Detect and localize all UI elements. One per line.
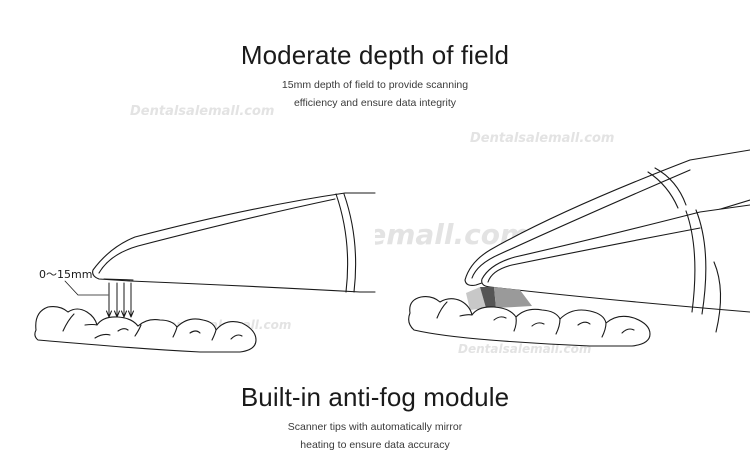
left-scanner-ring-inner [343,193,357,293]
left-scanner-body [92,192,376,293]
section-2-title: Built-in anti-fog module [240,382,510,412]
left-teeth [34,306,257,353]
section-1-title: Moderate depth of field [240,40,510,70]
beam-mid-right [494,287,532,308]
section-2-caption-line-1: Scanner tips with automatically mirror [287,421,463,433]
right-scanner-front [481,204,750,333]
beam-dark-center [480,287,496,308]
section-1-caption-line-1: 15mm depth of field to provide scanning [281,79,469,91]
left-scanner-ring-outer [335,193,349,293]
depth-label: 0～15mm [39,268,93,281]
left-depth-leader-line [64,280,109,296]
right-scanner-front-ring-outer [685,210,696,313]
section-1-caption-line-2: efficiency and ensure data integrity [293,97,457,109]
left-scanner-inner-edge [98,198,336,274]
right-teeth [408,296,651,347]
beam-light-left [466,287,486,310]
right-tooth-row-outline [408,296,651,347]
left-scanner-window [103,278,134,281]
right-scanner-back-ring-inner [654,167,687,206]
right-scanner-front-ring-inner [695,209,707,315]
left-depth-annotation [64,280,134,318]
left-tooth-row-outline [34,306,257,353]
right-scanner-back-ring-outer [647,171,679,209]
right-scanner-front-ring-far [713,261,722,333]
section-2-caption-line-2: heating to ensure data accuracy [300,439,450,451]
left-scanner [92,192,376,293]
left-scan-arrows [106,282,134,318]
right-scan-beams [466,287,532,310]
